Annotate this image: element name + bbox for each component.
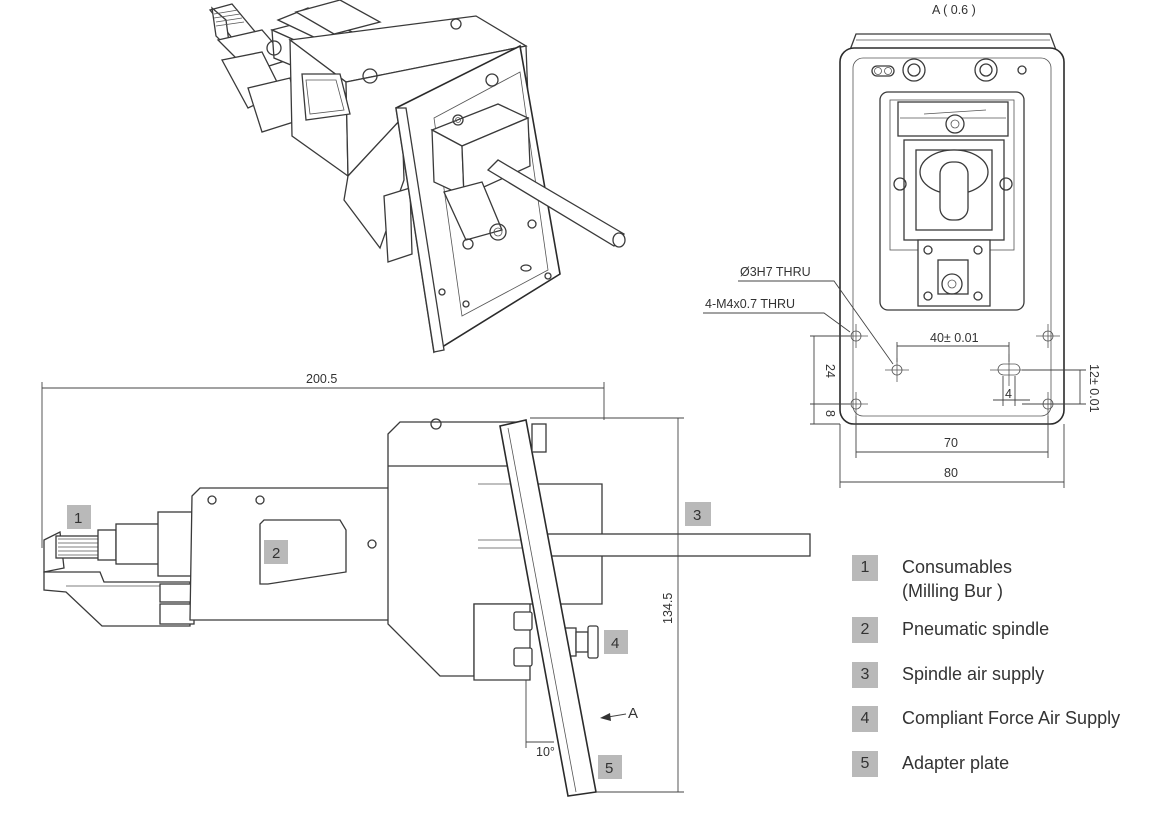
dim-m4-holes: 4-M4x0.7 THRU — [705, 297, 795, 311]
legend-label: Consumables (Milling Bur ) — [902, 557, 1013, 601]
legend-label: Compliant Force Air Supply — [902, 708, 1121, 728]
svg-text:5: 5 — [605, 760, 613, 777]
svg-text:2: 2 — [272, 545, 280, 562]
dim-height-8: 8 — [823, 410, 837, 417]
legend-number: 1 — [852, 555, 878, 581]
legend-number: 4 — [852, 706, 878, 732]
legend-number: 3 — [852, 662, 878, 688]
svg-text:3: 3 — [693, 507, 701, 524]
dim-width-70: 70 — [944, 436, 958, 450]
dim-angle-10: 10° — [536, 745, 555, 759]
svg-text:4: 4 — [611, 635, 619, 652]
legend-item-2: 2 Pneumatic spindle — [852, 617, 1049, 643]
view-a: A ( 0.6 ) — [703, 3, 1101, 488]
legend-item-4: 4 Compliant Force Air Supply — [852, 706, 1120, 732]
badge-3: 3 — [685, 502, 711, 526]
dim-slot-12: 12± 0.01 — [1087, 364, 1101, 413]
legend-label: Spindle air supply — [902, 664, 1045, 684]
badge-2: 2 — [264, 540, 288, 564]
badge-1: 1 — [67, 505, 91, 529]
legend-item-1: 1 Consumables (Milling Bur ) — [852, 555, 1012, 603]
badge-5: 5 — [598, 755, 622, 779]
badge-4: 4 — [604, 630, 628, 654]
part-badges: 1 2 3 4 5 — [67, 502, 711, 779]
legend-label: Adapter plate — [902, 753, 1010, 773]
isometric-view — [208, 0, 626, 354]
dim-height-24: 24 — [823, 364, 837, 378]
dim-length-200: 200.5 — [306, 372, 337, 386]
legend-item-3: 3 Spindle air supply — [852, 662, 1044, 688]
dim-width-80: 80 — [944, 466, 958, 480]
dim-hole-3h7: Ø3H7 THRU — [740, 265, 811, 279]
legend-label: Pneumatic spindle — [902, 619, 1050, 639]
svg-text:1: 1 — [74, 510, 82, 527]
view-arrow-a: A — [628, 705, 638, 722]
legend-item-5: 5 Adapter plate — [852, 751, 1009, 777]
dim-slot-4: 4 — [1005, 387, 1012, 401]
legend-number: 2 — [852, 617, 878, 643]
view-a-label: A ( 0.6 ) — [932, 3, 976, 17]
legend-number: 5 — [852, 751, 878, 777]
side-view: 200.5 — [41, 372, 811, 797]
dim-spacing-40: 40± 0.01 — [930, 331, 979, 345]
dim-height-134: 134.5 — [661, 593, 675, 624]
